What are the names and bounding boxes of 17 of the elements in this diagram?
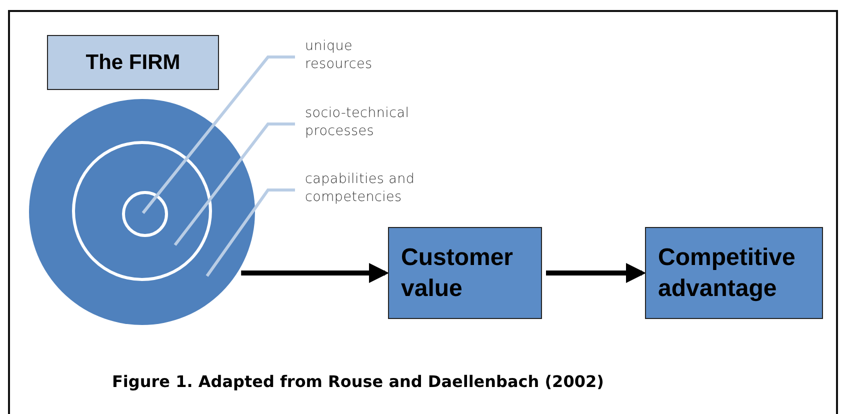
process-box (645, 227, 823, 319)
ring (122, 191, 168, 237)
arrow (546, 263, 646, 283)
process-box (47, 35, 219, 90)
callout-text: unique resources (305, 38, 415, 78)
leader-line (206, 188, 295, 277)
leader-line (142, 56, 295, 214)
process-box (388, 227, 542, 319)
arrow (241, 263, 389, 283)
node-label: Competitive advantage (658, 242, 796, 304)
leader-line (174, 122, 295, 246)
figure-caption: Figure 1. Adapted from Rouse and Daellenbach (2002) (112, 372, 604, 391)
callout-text: capabilities and competencies (305, 171, 435, 211)
node-label: The FIRM (86, 50, 180, 76)
node-label: Customer value (401, 242, 514, 304)
callout-text: socio-technical processes (305, 105, 435, 145)
ring (72, 141, 212, 281)
